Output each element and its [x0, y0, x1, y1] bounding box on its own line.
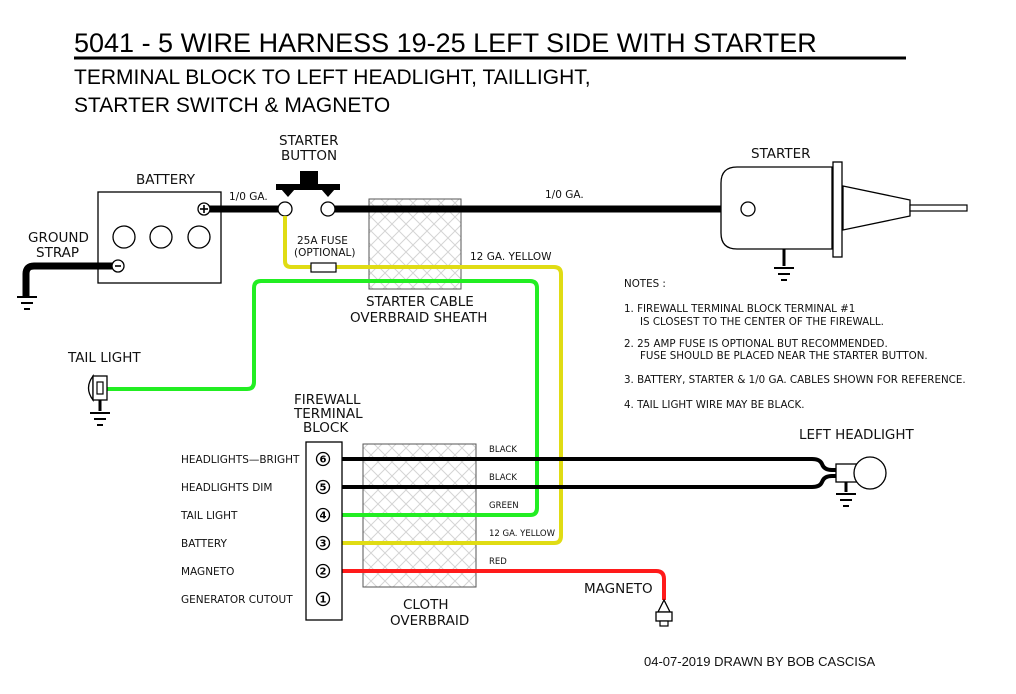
- drawing-credit: 04-07-2019 DRAWN BY BOB CASCISA: [644, 654, 876, 669]
- tail-light: [87, 374, 110, 426]
- terminal-number: 5: [320, 483, 327, 494]
- yellow-wire: [283, 216, 563, 545]
- ground-symbol: [17, 296, 37, 310]
- note-2-line1: 2. 25 AMP FUSE IS OPTIONAL BUT RECOMMEND…: [624, 338, 888, 350]
- starter-button-label-line1: STARTER: [279, 133, 339, 149]
- fuse-label-line2: (OPTIONAL): [294, 247, 355, 259]
- terminal-post: [315, 507, 331, 523]
- battery-cell: [187, 225, 211, 249]
- battery-negative-terminal: [111, 259, 125, 273]
- notes-heading: NOTES :: [624, 278, 666, 290]
- tail-light-label: TAIL LIGHT: [67, 350, 141, 366]
- terminal-number: 6: [320, 455, 327, 466]
- starter-button: [276, 171, 340, 217]
- terminal-post: [315, 535, 331, 551]
- terminal-3: BATTERY 3 12 GA. YELLOW: [181, 529, 556, 551]
- terminal-number: 4: [320, 511, 327, 522]
- ground-strap-cable: [22, 262, 116, 296]
- diagram-subtitle-line2: STARTER SWITCH & MAGNETO: [74, 94, 390, 117]
- diagram-title: 5041 - 5 WIRE HARNESS 19-25 LEFT SIDE WI…: [74, 28, 817, 58]
- battery-positive-terminal: [197, 202, 211, 216]
- terminal-post: [315, 479, 331, 495]
- magneto-connector: [655, 598, 673, 627]
- wire-color-label: BLACK: [489, 473, 517, 483]
- terminal-post: [315, 563, 331, 579]
- note-1-line2: IS CLOSEST TO THE CENTER OF THE FIREWALL…: [640, 316, 884, 328]
- firewall-terminal-block: [305, 441, 343, 621]
- cloth-overbraid-label-line1: CLOTH: [403, 597, 449, 613]
- note-3-line1: 3. BATTERY, STARTER & 1/0 GA. CABLES SHO…: [624, 374, 966, 386]
- starter-motor: [720, 161, 968, 281]
- terminal-function-label: HEADLIGHTS DIM: [181, 482, 272, 494]
- ground-strap-label-line2: STRAP: [36, 245, 79, 261]
- note-4-line1: 4. TAIL LIGHT WIRE MAY BE BLACK.: [624, 399, 805, 411]
- left-headlight-label: LEFT HEADLIGHT: [799, 427, 915, 443]
- wire-color-label: GREEN: [489, 501, 519, 511]
- terminal-2: MAGNETO 2 RED: [181, 557, 507, 579]
- battery-cell: [112, 225, 136, 249]
- green-wire: [107, 279, 539, 517]
- terminal-5: HEADLIGHTS DIM 5 BLACK: [181, 473, 517, 495]
- starter-cable-overbraid-sheath: [368, 198, 462, 290]
- black-wire-dim: [330, 474, 846, 489]
- starter-cable-gauge: 1/0 GA.: [545, 189, 584, 201]
- terminal-6: HEADLIGHTS—BRIGHT 6 BLACK: [181, 445, 517, 467]
- battery-cable-gauge: 1/0 GA.: [229, 191, 268, 203]
- terminal-number: 2: [320, 567, 327, 578]
- fuse-label-line1: 25A FUSE: [297, 235, 348, 247]
- left-headlight: [835, 456, 887, 507]
- red-wire: [330, 569, 666, 600]
- notes: NOTES : 1. FIREWALL TERMINAL BLOCK TERMI…: [624, 278, 966, 411]
- terminal-4: TAIL LIGHT 4 GREEN: [180, 501, 519, 523]
- starter-label: STARTER: [751, 146, 811, 162]
- terminal-function-label: BATTERY: [181, 538, 227, 550]
- terminal-block-label-line2: TERMINAL: [293, 406, 363, 422]
- note-1-line1: 1. FIREWALL TERMINAL BLOCK TERMINAL #1: [624, 303, 855, 315]
- terminal-number: 1: [320, 595, 327, 606]
- wire-color-label: BLACK: [489, 445, 517, 455]
- terminal-function-label: HEADLIGHTS—BRIGHT: [181, 454, 300, 466]
- battery-label: BATTERY: [136, 172, 196, 188]
- starter-sheath-label-line1: STARTER CABLE: [366, 294, 474, 310]
- terminal-number: 3: [320, 539, 327, 550]
- terminal-1: GENERATOR CUTOUT 1: [181, 591, 331, 607]
- terminal-function-label: GENERATOR CUTOUT: [181, 594, 293, 606]
- diagram-subtitle-line1: TERMINAL BLOCK TO LEFT HEADLIGHT, TAILLI…: [74, 66, 591, 89]
- terminal-post: [315, 591, 331, 607]
- black-wire-bright: [330, 457, 846, 472]
- terminal-block-label-line1: FIREWALL: [294, 392, 361, 408]
- terminal-post: [315, 451, 331, 467]
- magneto-label: MAGNETO: [584, 581, 653, 597]
- yellow-wire-label-top: 12 GA. YELLOW: [470, 251, 552, 263]
- starter-button-label-line2: BUTTON: [281, 148, 337, 164]
- cloth-overbraid-label-line2: OVERBRAID: [390, 613, 469, 629]
- ground-strap-label-line1: GROUND: [28, 230, 89, 246]
- wire-color-label: 12 GA. YELLOW: [489, 529, 556, 539]
- terminal-block-label-line3: BLOCK: [303, 420, 349, 436]
- note-2-line2: FUSE SHOULD BE PLACED NEAR THE STARTER B…: [640, 350, 928, 362]
- wire-color-label: RED: [489, 557, 507, 567]
- starter-sheath-label-line2: OVERBRAID SHEATH: [350, 310, 487, 326]
- terminal-function-label: MAGNETO: [181, 566, 234, 578]
- battery-cell: [149, 225, 173, 249]
- fuse: [310, 262, 337, 273]
- terminal-function-label: TAIL LIGHT: [180, 510, 238, 522]
